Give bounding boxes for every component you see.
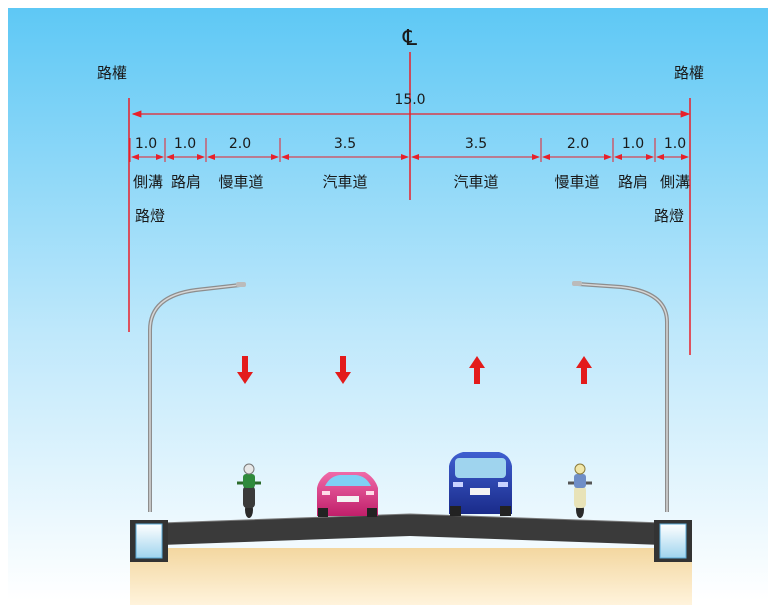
lane-width-car-lane-left: 3.5: [334, 136, 356, 152]
arrow-down-icon: [335, 356, 351, 384]
lane-width-slow-lane-left: 2.0: [229, 136, 251, 152]
right-of-way-label-right: 路權: [674, 64, 704, 82]
van-blue: [449, 452, 512, 516]
arrow-down-icon: [237, 356, 253, 384]
lane-label-car-lane-right: 汽車道: [453, 173, 498, 191]
right-of-way-label-left: 路權: [97, 64, 127, 82]
side-ditch-left: [130, 520, 168, 562]
side-ditch-right: [654, 520, 692, 562]
lane-width-slow-lane-right: 2.0: [567, 136, 589, 152]
lane-label-shoulder-left: 路肩: [171, 173, 201, 191]
lane-width-shoulder-right: 1.0: [622, 136, 644, 152]
streetlight-label-left: 路燈: [135, 207, 165, 225]
streetlight-left: [148, 282, 246, 512]
lane-width-side-ditch-left: 1.0: [135, 136, 157, 152]
arrow-up-icon: [576, 356, 592, 384]
road-surface-line: [132, 513, 693, 525]
centerline-symbol: ℄: [402, 26, 418, 51]
scooter-rider-left: [237, 463, 261, 518]
arrow-up-icon: [469, 356, 485, 384]
traffic-direction-arrows: [237, 356, 592, 384]
lane-dimension-ticks: [129, 138, 691, 162]
total-width-label: 15.0: [394, 92, 425, 108]
lane-label-car-lane-left: 汽車道: [322, 173, 367, 191]
lane-label-side-ditch-right: 側溝: [660, 173, 690, 191]
lane-label-shoulder-right: 路肩: [618, 173, 648, 191]
lane-label-side-ditch-left: 側溝: [133, 173, 163, 191]
road-pavement: [133, 514, 692, 546]
ground: [130, 548, 692, 605]
lane-label-slow-lane-left: 慢車道: [218, 173, 263, 191]
scooter-rider-right: [568, 463, 592, 518]
streetlight-label-right: 路燈: [654, 207, 684, 225]
sky-background: [8, 8, 768, 600]
lane-width-side-ditch-right: 1.0: [664, 136, 686, 152]
lane-label-slow-lane-right: 慢車道: [554, 173, 599, 191]
car-pink: [317, 472, 378, 517]
lane-width-shoulder-left: 1.0: [174, 136, 196, 152]
streetlight-right: [572, 281, 669, 512]
lane-width-car-lane-right: 3.5: [465, 136, 487, 152]
